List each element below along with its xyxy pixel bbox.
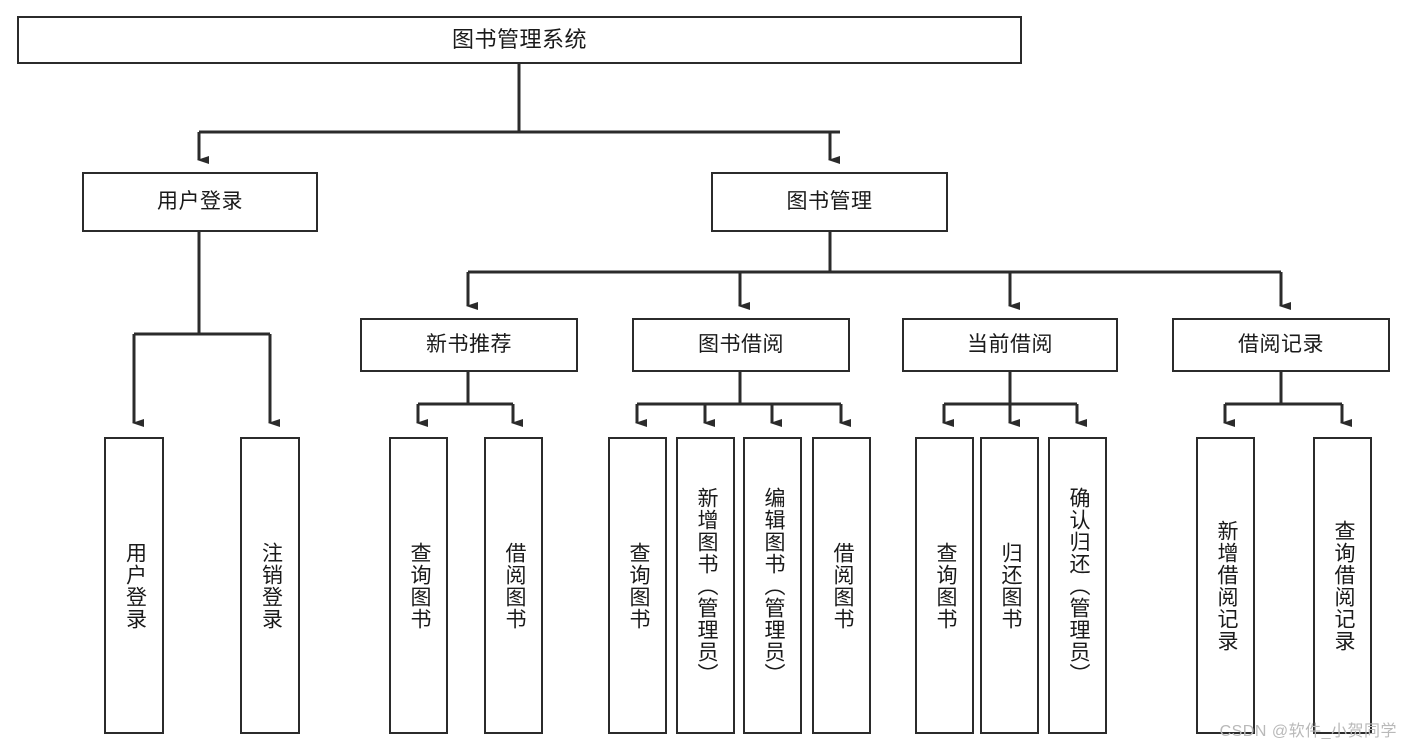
node-borrow-record-label: 借阅记录 xyxy=(1238,332,1324,356)
leaf-current-borrow-query-label: 查询图书 xyxy=(933,541,957,630)
node-root[interactable]: 图书管理系统 xyxy=(17,16,1022,64)
node-book-borrow-label: 图书借阅 xyxy=(698,332,784,356)
leaf-book-borrow-edit-label: 编辑图书（管理员） xyxy=(761,486,785,685)
leaf-user-login-login-label: 用户登录 xyxy=(123,541,147,630)
node-book-management-label: 图书管理 xyxy=(786,189,873,213)
leaf-borrow-record-query-label: 查询借阅记录 xyxy=(1331,519,1355,652)
leaf-book-borrow-edit[interactable]: 编辑图书（管理员） xyxy=(743,437,802,734)
leaf-user-login-logout[interactable]: 注销登录 xyxy=(240,437,300,734)
node-current-borrow[interactable]: 当前借阅 xyxy=(902,318,1118,372)
leaf-book-borrow-query[interactable]: 查询图书 xyxy=(608,437,667,734)
leaf-current-borrow-confirm-label: 确认归还（管理员） xyxy=(1066,486,1090,685)
leaf-new-book-borrow-label: 借阅图书 xyxy=(502,541,526,630)
leaf-borrow-record-add-label: 新增借阅记录 xyxy=(1214,519,1238,652)
leaf-current-borrow-confirm[interactable]: 确认归还（管理员） xyxy=(1048,437,1107,734)
leaf-current-borrow-query[interactable]: 查询图书 xyxy=(915,437,974,734)
leaf-new-book-borrow[interactable]: 借阅图书 xyxy=(484,437,543,734)
leaf-user-login-logout-label: 注销登录 xyxy=(259,541,283,630)
leaf-book-borrow-add[interactable]: 新增图书（管理员） xyxy=(676,437,735,734)
leaf-current-borrow-return-label: 归还图书 xyxy=(998,541,1022,630)
leaf-book-borrow-query-label: 查询图书 xyxy=(626,541,650,630)
node-borrow-record[interactable]: 借阅记录 xyxy=(1172,318,1390,372)
node-new-book-recommend[interactable]: 新书推荐 xyxy=(360,318,578,372)
node-current-borrow-label: 当前借阅 xyxy=(967,332,1053,356)
node-book-management[interactable]: 图书管理 xyxy=(711,172,948,232)
leaf-book-borrow-add-label: 新增图书（管理员） xyxy=(694,486,718,685)
leaf-new-book-query-label: 查询图书 xyxy=(407,541,431,630)
node-root-label: 图书管理系统 xyxy=(451,27,587,53)
leaf-user-login-login[interactable]: 用户登录 xyxy=(104,437,164,734)
leaf-new-book-query[interactable]: 查询图书 xyxy=(389,437,448,734)
leaf-borrow-record-query[interactable]: 查询借阅记录 xyxy=(1313,437,1372,734)
leaf-book-borrow-borrow[interactable]: 借阅图书 xyxy=(812,437,871,734)
leaf-book-borrow-borrow-label: 借阅图书 xyxy=(830,541,854,630)
node-new-book-recommend-label: 新书推荐 xyxy=(426,332,512,356)
node-user-login-label: 用户登录 xyxy=(157,189,243,213)
node-book-borrow[interactable]: 图书借阅 xyxy=(632,318,850,372)
leaf-borrow-record-add[interactable]: 新增借阅记录 xyxy=(1196,437,1255,734)
node-user-login[interactable]: 用户登录 xyxy=(82,172,318,232)
leaf-current-borrow-return[interactable]: 归还图书 xyxy=(980,437,1039,734)
